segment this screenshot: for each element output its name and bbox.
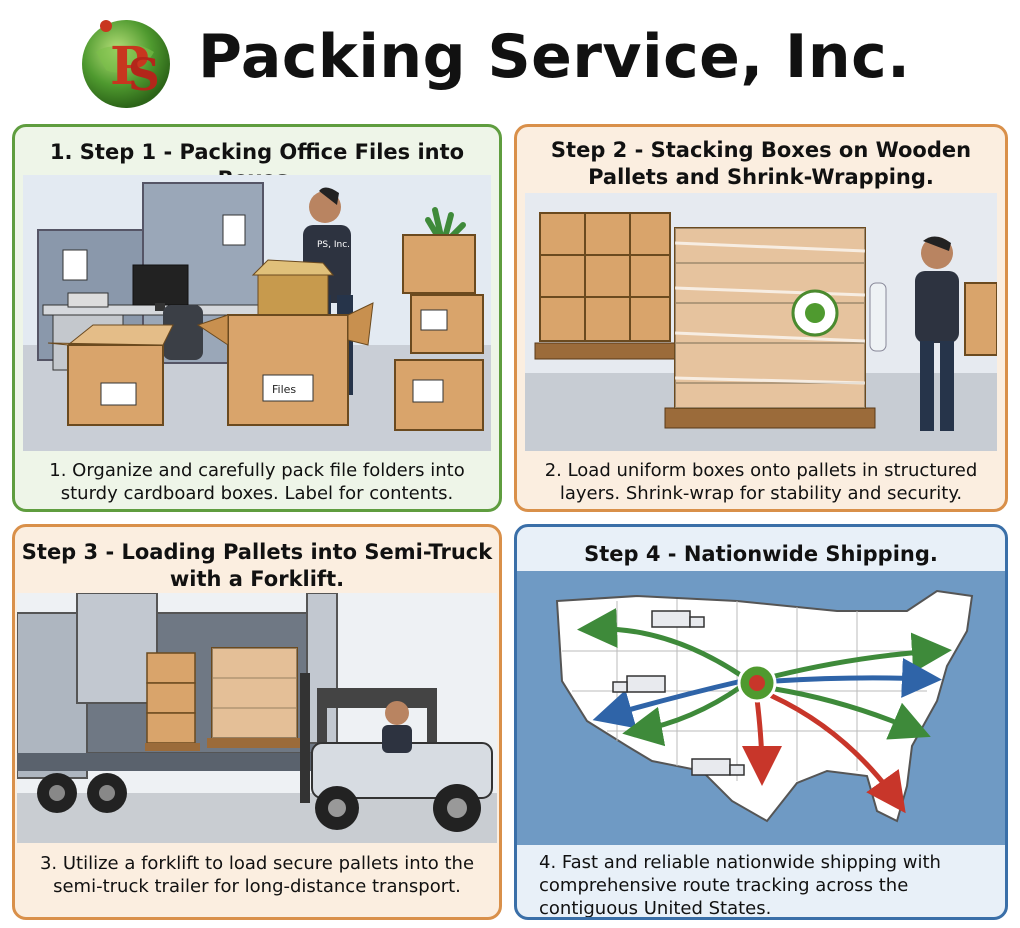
step-2-caption: 2. Load uniform boxes onto pallets in st…	[544, 460, 978, 504]
company-logo-icon: P S	[82, 20, 170, 108]
step-3-title: Step 3 - Loading Pallets into Semi-Truck…	[21, 540, 493, 591]
shrink-wrapped-pallets-illustration	[525, 193, 997, 451]
shirt-logo-text: PS, Inc.	[317, 240, 350, 250]
step-1-caption: 1. Organize and carefully pack file fold…	[49, 460, 465, 504]
step-3-panel: Step 3 - Loading Pallets into Semi-Truck…	[12, 524, 502, 920]
svg-text:S: S	[128, 50, 160, 101]
header: P S Packing Service, Inc.	[0, 0, 1020, 118]
step-4-title: Step 4 - Nationwide Shipping.	[584, 542, 938, 566]
step-4-caption: 4. Fast and reliable nationwide shipping…	[539, 852, 941, 919]
packing-office-files-illustration: PS, Inc. Files	[23, 175, 491, 451]
nationwide-shipping-map-illustration	[517, 571, 1005, 845]
svg-text:P: P	[110, 36, 149, 97]
step-2-panel: Step 2 - Stacking Boxes on Wooden Pallet…	[514, 124, 1008, 512]
forklift-truck-illustration	[17, 593, 497, 843]
step-3-caption: 3. Utilize a forklift to load secure pal…	[39, 853, 475, 897]
company-name: Packing Service, Inc.	[198, 22, 911, 92]
step-1-panel: 1. Step 1 - Packing Office Files into Bo…	[12, 124, 502, 512]
step-2-title: Step 2 - Stacking Boxes on Wooden Pallet…	[550, 138, 972, 189]
box-label-text: Files	[272, 383, 296, 396]
step-4-panel: Step 4 - Nationwide Shipping.	[514, 524, 1008, 920]
